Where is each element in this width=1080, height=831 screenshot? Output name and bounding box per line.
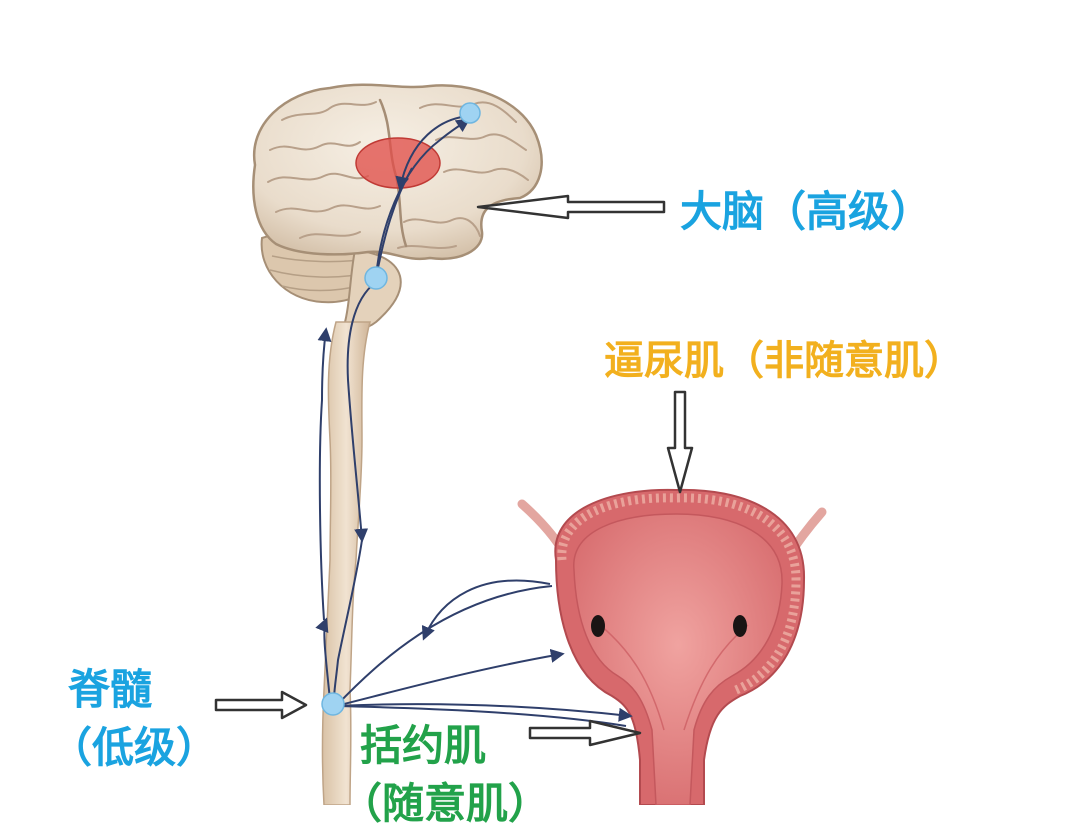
detrusor-label: 逼尿肌（非随意肌） (604, 338, 964, 384)
hollow-arrow-icon (528, 719, 642, 747)
nerve-pathways (315, 115, 633, 727)
brain-label: 大脑（高级） (680, 187, 933, 236)
spinal-cord-label: 脊髓 (68, 665, 153, 714)
brainstem-node (364, 266, 388, 290)
micturition-reflex-diagram (214, 83, 827, 805)
brainstem (342, 248, 402, 331)
left-ureteric-orifice (591, 615, 605, 637)
bladder-illustration (517, 488, 827, 805)
spinal-cord-level-label: （低级） (50, 723, 219, 772)
bladder-lumen (573, 513, 783, 805)
right-ureteric-orifice (733, 615, 747, 637)
brain-control-region (355, 137, 441, 189)
hollow-arrow-icon (476, 194, 666, 220)
sphincter-label: 括约肌 (360, 721, 487, 770)
spinal-node (321, 692, 345, 716)
hollow-arrow-icon (666, 390, 694, 494)
sphincter-type-label: （随意肌） (340, 779, 551, 828)
hollow-arrow-icon (214, 690, 308, 720)
brain-cortex-node (459, 102, 481, 124)
